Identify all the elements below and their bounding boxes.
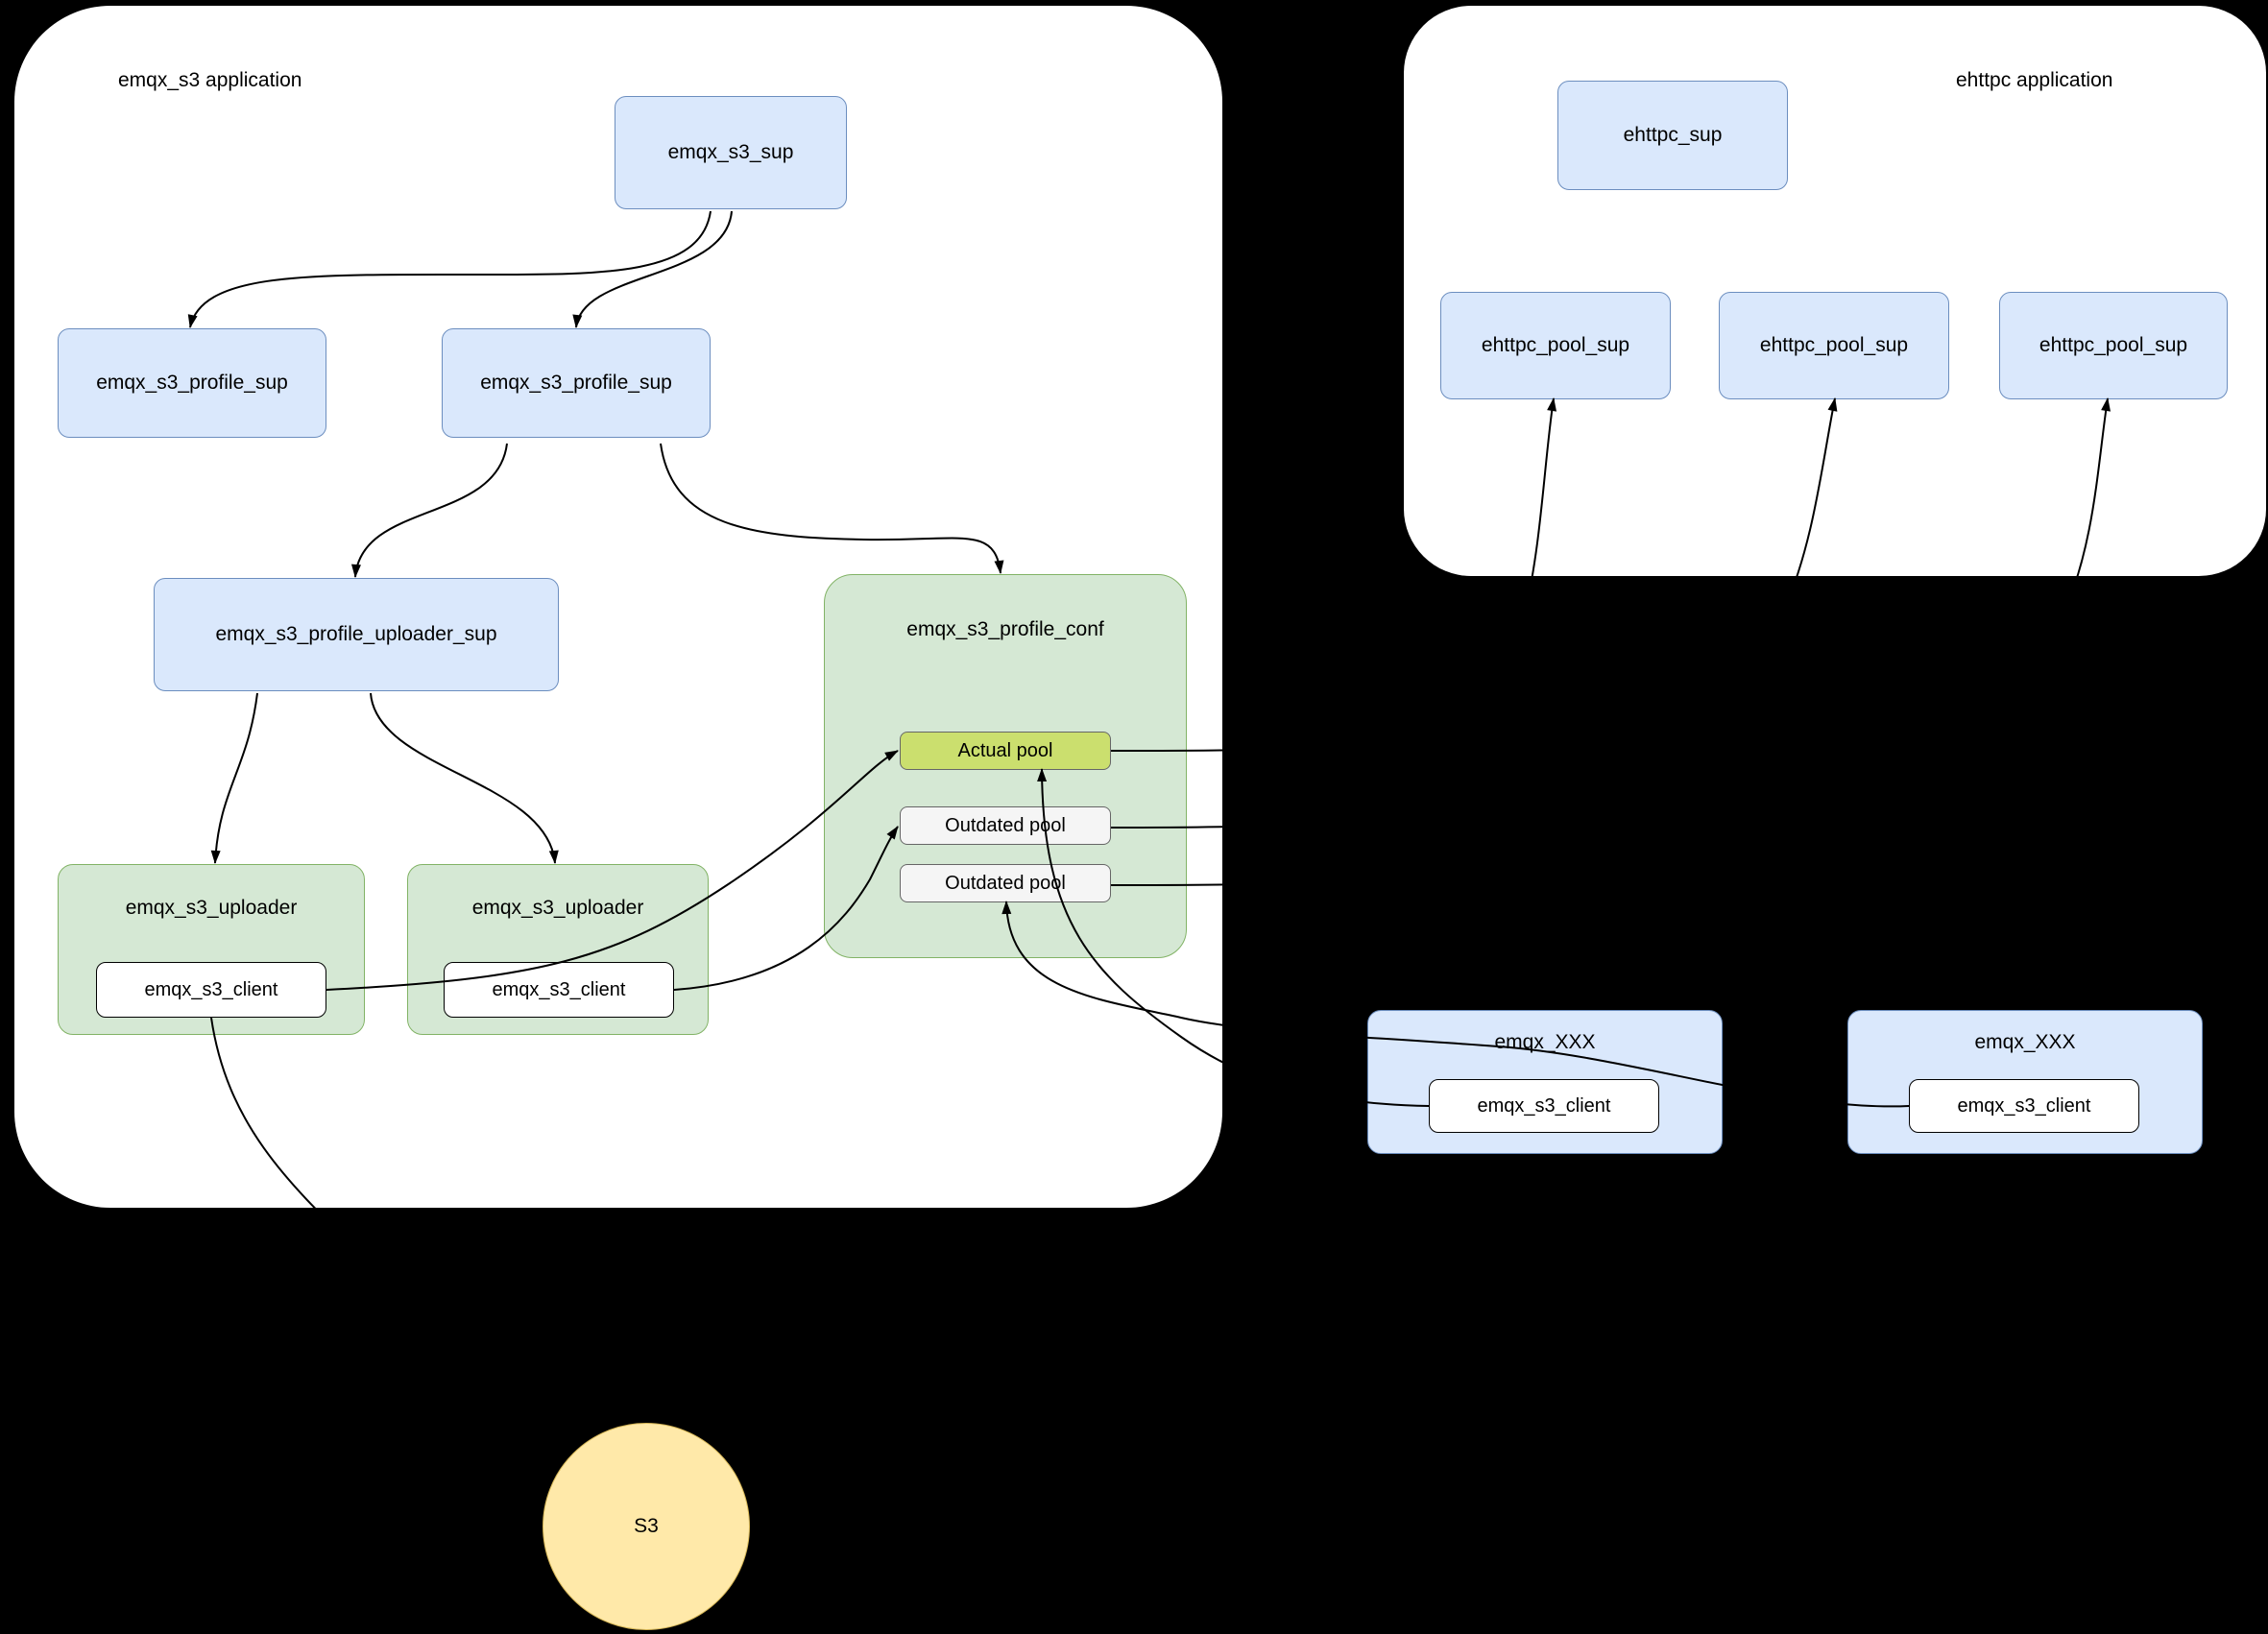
node-emqx-s3-client-left: emqx_s3_client (96, 962, 326, 1018)
node-emqx-s3-client-right: emqx_s3_client (444, 962, 674, 1018)
node-emqx-xxx-right-client: emqx_s3_client (1909, 1079, 2139, 1133)
node-emqx-s3-profile-sup-left: emqx_s3_profile_sup (58, 328, 326, 438)
node-ehttpc-sup: ehttpc_sup (1557, 81, 1788, 190)
node-emqx-s3-sup: emqx_s3_sup (615, 96, 847, 209)
node-outdated-pool-bottom: Outdated pool (900, 864, 1111, 902)
node-ehttpc-pool-sup-1: ehttpc_pool_sup (1440, 292, 1671, 399)
node-emqx-s3-profile-uploader-sup: emqx_s3_profile_uploader_sup (154, 578, 559, 691)
node-outdated-pool-top: Outdated pool (900, 806, 1111, 845)
ehttpc-application-container (1404, 6, 2266, 576)
node-s3-circle: S3 (543, 1423, 750, 1630)
node-actual-pool: Actual pool (900, 732, 1111, 770)
node-ehttpc-pool-sup-2: ehttpc_pool_sup (1719, 292, 1949, 399)
node-ehttpc-pool-sup-3: ehttpc_pool_sup (1999, 292, 2228, 399)
node-emqx-s3-profile-sup-mid: emqx_s3_profile_sup (442, 328, 711, 438)
node-emqx-xxx-left-client: emqx_s3_client (1429, 1079, 1659, 1133)
ehttpc-application-label: ehttpc application (1956, 69, 2113, 91)
emqx-s3-application-label: emqx_s3 application (118, 69, 302, 91)
